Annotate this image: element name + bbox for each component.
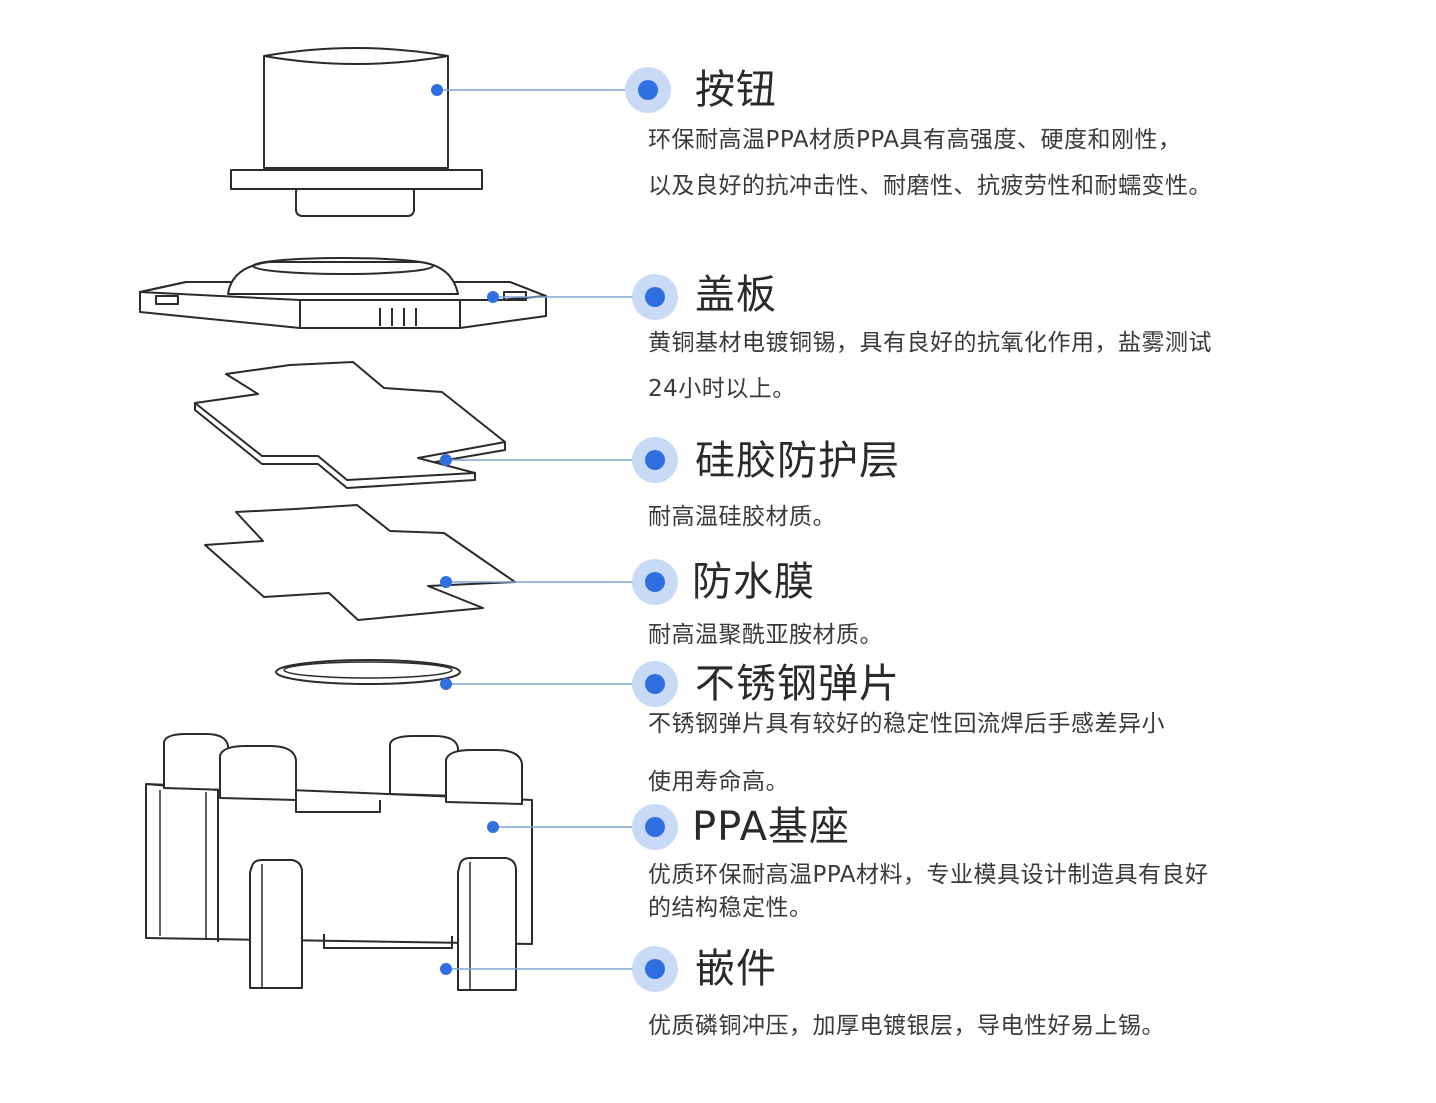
cover-plate-title: 盖板	[695, 272, 777, 318]
insert-desc-line: 优质磷铜冲压，加厚电镀银层，导电性好易上锡。	[648, 1013, 1165, 1039]
silicone-layer-anchor-dot	[440, 454, 452, 466]
silicone-layer-title: 硅胶防护层	[695, 438, 900, 484]
waterproof-film-marker-dot	[645, 572, 665, 592]
button-anchor-dot	[431, 84, 443, 96]
cover-plate-desc-line: 黄铜基材电镀铜锡，具有良好的抗氧化作用，盐雾测试	[648, 330, 1212, 356]
button-marker-dot	[638, 80, 658, 100]
insert-anchor-dot	[440, 963, 452, 975]
ppa-base-anchor-dot	[487, 821, 499, 833]
steel-dome-title: 不锈钢弹片	[695, 661, 900, 707]
waterproof-film-drawing	[204, 504, 516, 621]
steel-dome-desc-line: 不锈钢弹片具有较好的稳定性回流焊后手感差异小	[648, 711, 1165, 737]
cover-plate-desc-line: 24小时以上。	[648, 376, 796, 402]
ppa-base-desc-line: 的结构稳定性。	[648, 895, 813, 921]
ppa-base-drawing	[145, 733, 533, 949]
ppa-base-marker-dot	[645, 817, 665, 837]
cover-plate-drawing	[139, 257, 547, 329]
insert-drawing	[249, 857, 517, 991]
ppa-base-desc-line: 优质环保耐高温PPA材料，专业模具设计制造具有良好	[648, 862, 1209, 888]
button-desc-line: 环保耐高温PPA材质PPA具有高强度、硬度和刚性，	[648, 127, 1182, 153]
silicone-layer-desc-line: 耐高温硅胶材质。	[648, 504, 836, 530]
steel-dome-anchor-dot	[440, 678, 452, 690]
insert-marker-dot	[645, 959, 665, 979]
waterproof-film-title: 防水膜	[692, 559, 815, 605]
button-title: 按钮	[695, 67, 777, 113]
cover-plate-anchor-dot	[487, 291, 499, 303]
waterproof-film-desc-line: 耐高温聚酰亚胺材质。	[648, 622, 883, 648]
steel-dome-desc-line: 使用寿命高。	[648, 769, 789, 795]
silicone-layer-marker-dot	[645, 450, 665, 470]
waterproof-film-anchor-dot	[440, 576, 452, 588]
insert-title: 嵌件	[695, 946, 777, 992]
steel-dome-marker-dot	[645, 674, 665, 694]
ppa-base-title: PPA基座	[692, 804, 851, 850]
silicone-layer-drawing	[194, 361, 506, 489]
cover-plate-marker-dot	[645, 287, 665, 307]
steel-dome-drawing	[275, 659, 461, 685]
button-drawing	[230, 47, 483, 217]
button-desc-line: 以及良好的抗冲击性、耐磨性、抗疲劳性和耐蠕变性。	[648, 173, 1212, 199]
